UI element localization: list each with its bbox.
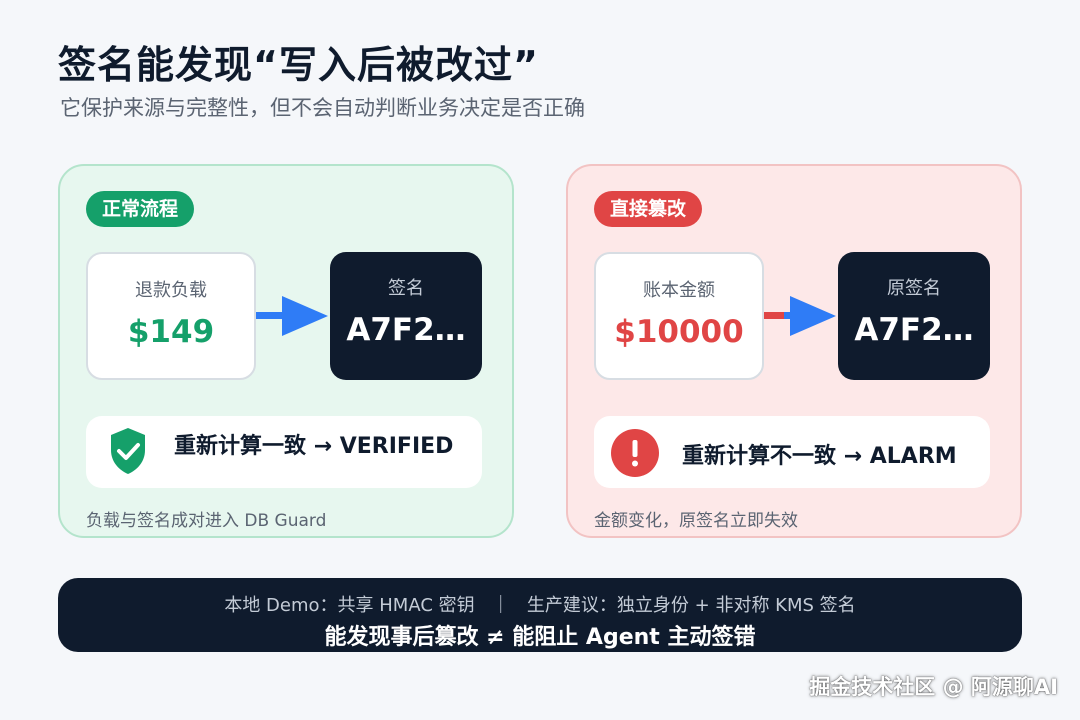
alarm-result-card: 重新计算不一致 → ALARM <box>594 416 990 488</box>
signature-label: 签名 <box>388 278 424 299</box>
arrow-right-icon <box>256 296 328 336</box>
watermark: 掘金技术社区 @ 阿源聊AI <box>809 675 1058 699</box>
normal-flow-panel: 正常流程 退款负载 $149 签名 A7F2… 重新计算一致 → VERIFIE… <box>58 164 514 538</box>
ledger-amount-box: 账本金额 $10000 <box>594 252 764 380</box>
refund-payload-box: 退款负载 $149 <box>86 252 256 380</box>
verify-result-text: 重新计算一致 → VERIFIED <box>174 434 454 459</box>
page-title: 签名能发现“写入后被改过” <box>58 43 539 87</box>
original-signature-box: 原签名 A7F2… <box>838 252 990 380</box>
footer-banner: 本地 Demo：共享 HMAC 密钥 ｜ 生产建议：独立身份 + 非对称 KMS… <box>58 578 1022 652</box>
signature-value: A7F2… <box>346 312 466 348</box>
ledger-amount-label: 账本金额 <box>643 280 715 301</box>
refund-payload-value: $149 <box>127 314 215 350</box>
ledger-amount-value: $10000 <box>614 314 744 350</box>
arrow-right-icon <box>764 296 836 336</box>
shield-check-icon <box>111 428 145 474</box>
tamper-flow-panel: 直接篡改 账本金额 $10000 原签名 A7F2… 重新计算不一致 → ALA… <box>566 164 1022 538</box>
footer-key-note: 本地 Demo：共享 HMAC 密钥 ｜ 生产建议：独立身份 + 非对称 KMS… <box>224 595 856 616</box>
footer-conclusion: 能发现事后篡改 ≠ 能阻止 Agent 主动签错 <box>324 625 756 650</box>
alarm-result-text: 重新计算不一致 → ALARM <box>682 444 957 469</box>
refund-payload-label: 退款负载 <box>135 280 207 301</box>
original-signature-value: A7F2… <box>854 312 974 348</box>
alert-icon <box>611 429 659 477</box>
tamper-flow-note: 金额变化，原签名立即失效 <box>594 511 798 531</box>
page-subtitle: 它保护来源与完整性，但不会自动判断业务决定是否正确 <box>60 96 585 120</box>
tamper-flow-tag: 直接篡改 <box>594 191 703 227</box>
original-signature-label: 原签名 <box>887 278 941 299</box>
verify-result-card: 重新计算一致 → VERIFIED <box>86 416 482 488</box>
normal-flow-tag: 正常流程 <box>86 191 195 227</box>
normal-flow-note: 负载与签名成对进入 DB Guard <box>86 511 327 531</box>
signature-box: 签名 A7F2… <box>330 252 482 380</box>
